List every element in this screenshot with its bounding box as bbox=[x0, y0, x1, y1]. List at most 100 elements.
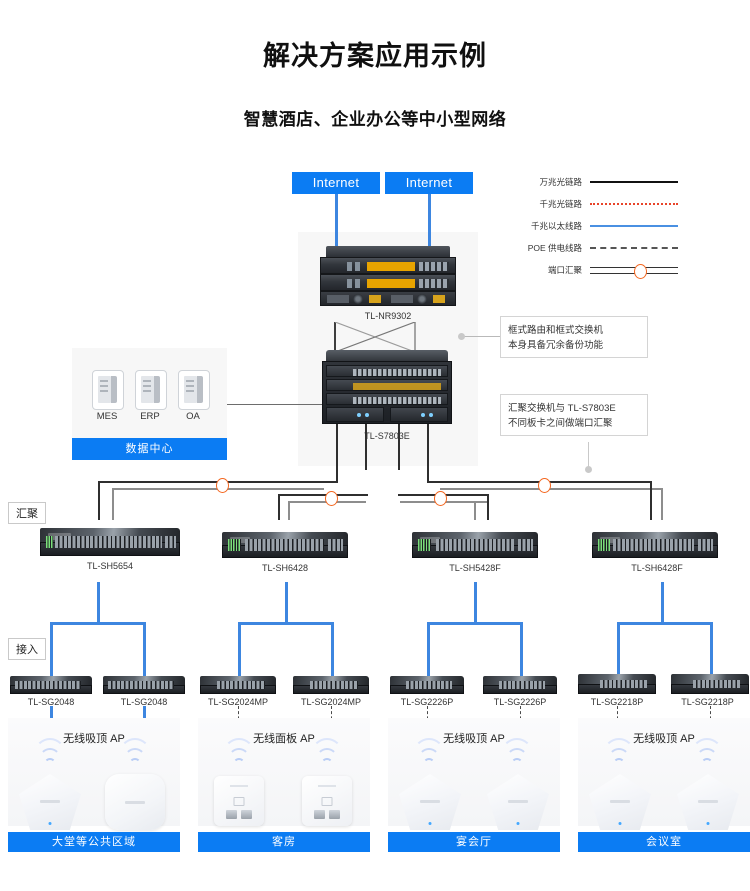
link-sh6428-to-sg2024mp-2 bbox=[331, 622, 334, 678]
device-switch-tl-sh5428f[interactable] bbox=[412, 532, 538, 558]
page-subtitle: 智慧酒店、企业办公等中小型网络 bbox=[243, 110, 507, 129]
agg-ring-1 bbox=[216, 478, 229, 493]
note-line-1: 汇聚交换机与 TL-S7803E bbox=[508, 403, 616, 414]
note-1-leader-line bbox=[462, 336, 500, 337]
legend-swatch-aggregation-ring bbox=[590, 263, 678, 279]
agg-drop-sh6428f-b bbox=[661, 488, 663, 520]
agg-drop-sh5654-b bbox=[112, 488, 114, 520]
device-label-sg2048-1: TL-SG2048 bbox=[27, 697, 75, 707]
supervisor-module-2 bbox=[390, 407, 448, 422]
note-port-aggregation: 汇聚交换机与 TL-S7803E 不同板卡之间做端口汇聚 bbox=[500, 394, 648, 436]
legend-label: 千兆光链路 bbox=[539, 199, 582, 209]
server-icon-erp bbox=[135, 370, 167, 410]
device-switch-tl-sh5654[interactable] bbox=[40, 528, 180, 556]
device-switch-tl-sg2218p-2[interactable] bbox=[671, 674, 749, 694]
page-title: 解决方案应用示例 bbox=[263, 41, 487, 71]
line-card-3 bbox=[326, 393, 448, 405]
legend-swatch-dashed bbox=[590, 241, 678, 255]
tier-label-aggregation: 汇聚 bbox=[8, 502, 46, 524]
zone-caption: 大堂等公共区域 bbox=[8, 832, 180, 852]
note-1-leader-dot bbox=[458, 333, 465, 340]
legend-label: POE 供电线路 bbox=[527, 243, 582, 253]
device-router-tl-nr9302[interactable] bbox=[320, 246, 456, 306]
device-label-sh6428: TL-SH6428 bbox=[261, 563, 309, 573]
wifi-signal-icon bbox=[413, 738, 445, 770]
line-card-2 bbox=[326, 379, 448, 391]
server-label-oa: OA bbox=[186, 411, 200, 422]
redundant-cross-links bbox=[334, 322, 416, 352]
device-label-sg2226p-1: TL-SG2226P bbox=[400, 697, 454, 707]
legend-item-poe: POE 供电线路 bbox=[500, 238, 680, 258]
zone-ap-type-label: 无线吸顶 AP bbox=[63, 733, 125, 745]
device-core-switch-tl-s7803e[interactable] bbox=[322, 350, 452, 424]
zone-ap-type-label: 无线吸顶 AP bbox=[633, 733, 695, 745]
server-icon-oa bbox=[178, 370, 210, 410]
link-sh6428-to-sg2024mp-1 bbox=[238, 622, 241, 678]
device-label-core-switch: TL-S7803E bbox=[364, 431, 410, 441]
device-label-sh5654: TL-SH5654 bbox=[86, 561, 134, 571]
zone-caption: 宴会厅 bbox=[388, 832, 560, 852]
access-point-wall-panel[interactable] bbox=[302, 776, 352, 826]
chassis-top-cover bbox=[326, 350, 448, 362]
device-label-sg2226p-2: TL-SG2226P bbox=[493, 697, 547, 707]
link-sh6428f-to-sg2218p-2 bbox=[710, 622, 713, 678]
agg-ring-2 bbox=[325, 491, 338, 506]
device-switch-tl-sg2024mp-1[interactable] bbox=[200, 676, 276, 694]
device-switch-tl-sh6428[interactable] bbox=[222, 532, 348, 558]
agg-riser-2 bbox=[365, 424, 367, 470]
link-sh6428f-to-sg2218p-1 bbox=[617, 622, 620, 678]
device-switch-tl-sg2024mp-2[interactable] bbox=[293, 676, 369, 694]
agg-drop-sh6428f-a bbox=[650, 481, 652, 520]
zone-lobby: 无线吸顶 AP 大堂等公共区域 bbox=[8, 718, 180, 854]
note-line-1: 框式路由和框式交换机 bbox=[508, 325, 604, 336]
link-sh6428f-downlink bbox=[661, 582, 664, 624]
link-sh6428-bus bbox=[238, 622, 334, 625]
wifi-signal-icon bbox=[311, 738, 343, 770]
server-label-mes: MES bbox=[96, 411, 118, 422]
access-point-wall-panel[interactable] bbox=[214, 776, 264, 826]
device-switch-tl-sg2226p-2[interactable] bbox=[483, 676, 557, 694]
device-switch-tl-sg2048-1[interactable] bbox=[10, 676, 92, 694]
link-sh5428f-downlink bbox=[474, 582, 477, 624]
device-label-sg2024mp-2: TL-SG2024MP bbox=[300, 697, 362, 707]
device-switch-tl-sh6428f[interactable] bbox=[592, 532, 718, 558]
supervisor-module-1 bbox=[326, 407, 384, 422]
legend-item-1g-ethernet: 千兆以太线路 bbox=[500, 216, 680, 236]
zone-banquet-hall: 无线吸顶 AP 宴会厅 bbox=[388, 718, 560, 854]
device-switch-tl-sg2226p-1[interactable] bbox=[390, 676, 464, 694]
agg-drop-sh6428-b bbox=[288, 501, 290, 520]
internet-cloud-1[interactable]: Internet bbox=[292, 172, 380, 194]
wifi-signal-icon bbox=[34, 738, 66, 770]
link-sh6428f-bus bbox=[617, 622, 713, 625]
agg-riser-3 bbox=[398, 424, 400, 470]
agg-bus-right-bottom bbox=[440, 488, 662, 490]
link-sh5428f-bus bbox=[427, 622, 523, 625]
access-point-ceiling-square[interactable] bbox=[105, 774, 165, 830]
internet-cloud-2[interactable]: Internet bbox=[385, 172, 473, 194]
router-power-supplies bbox=[320, 291, 456, 306]
wifi-signal-icon bbox=[691, 738, 723, 770]
note-redundancy: 框式路由和框式交换机 本身具备冗余备份功能 bbox=[500, 316, 648, 358]
line-card-1 bbox=[326, 365, 448, 377]
link-sh5654-to-sg2048-2 bbox=[143, 622, 146, 678]
legend-label: 万兆光链路 bbox=[539, 177, 582, 187]
wifi-signal-icon bbox=[223, 738, 255, 770]
legend-swatch-dotted-red bbox=[590, 197, 678, 211]
device-switch-tl-sg2218p-1[interactable] bbox=[578, 674, 656, 694]
router-chassis-top bbox=[326, 246, 450, 257]
legend-item-10g-fiber: 万兆光链路 bbox=[500, 172, 680, 192]
link-internet-2-to-router bbox=[428, 194, 431, 246]
wifi-signal-icon bbox=[501, 738, 533, 770]
link-sh5654-downlink bbox=[97, 582, 100, 624]
device-switch-tl-sg2048-2[interactable] bbox=[103, 676, 185, 694]
agg-ring-3 bbox=[434, 491, 447, 506]
device-label-router: TL-NR9302 bbox=[364, 311, 412, 321]
device-label-sh6428f: TL-SH6428F bbox=[631, 563, 683, 573]
legend-label: 千兆以太线路 bbox=[530, 221, 582, 231]
wifi-signal-icon bbox=[603, 738, 635, 770]
device-label-sh5428f: TL-SH5428F bbox=[449, 563, 501, 573]
note-2-leader-line bbox=[588, 442, 589, 468]
legend-item-1g-fiber: 千兆光链路 bbox=[500, 194, 680, 214]
link-datacenter-to-core bbox=[227, 404, 322, 405]
link-internet-1-to-router bbox=[335, 194, 338, 246]
